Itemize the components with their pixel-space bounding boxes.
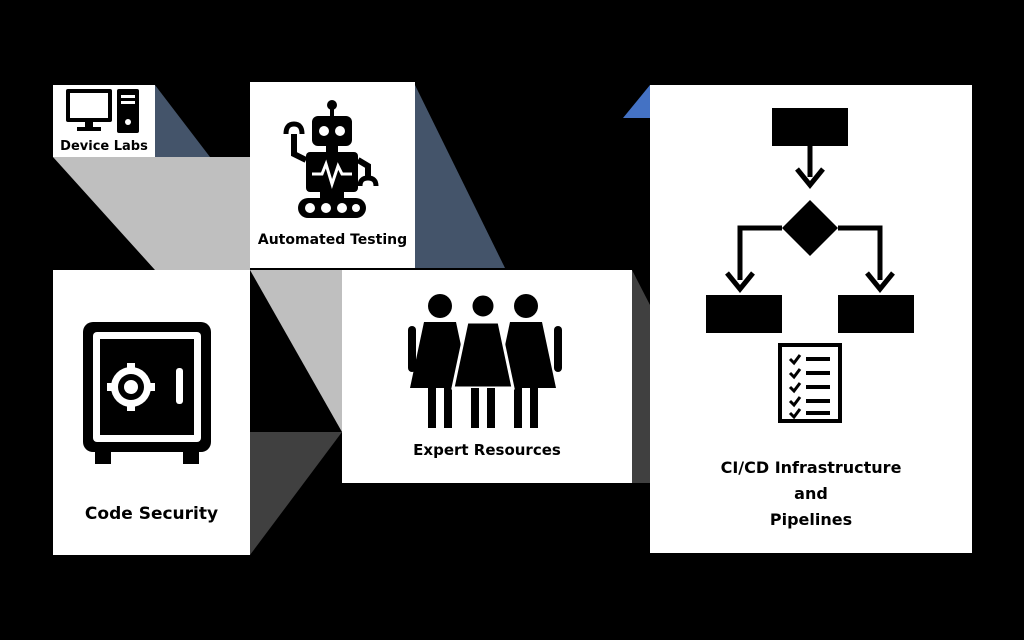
safe-vault-icon [83,322,211,464]
card-automated-testing: Automated Testing [250,82,415,268]
connector-code-security-dark [250,432,342,555]
card-cicd-pipelines: CI/CD Infrastructure and Pipelines [650,85,972,553]
automated-testing-label: Automated Testing [257,232,408,248]
connector-code-security-to-expert [250,270,342,432]
connector-automated-testing-slate [415,85,505,268]
device-labs-label: Device Labs [60,139,148,154]
connector-cicd-blue [623,85,650,118]
card-expert-resources: Expert Resources [342,270,632,483]
code-security-label: Code Security [84,504,219,524]
cicd-label-line2: and [794,484,828,503]
card-code-security: Code Security [53,270,250,555]
connector-expert-resources-dark [632,270,650,483]
connector-device-labs-slate [155,85,210,157]
expert-resources-label: Expert Resources [413,441,561,459]
card-device-labs: Device Labs [53,85,155,157]
connector-device-labs-to-code-security [53,157,250,270]
cicd-label-line1: CI/CD Infrastructure [720,458,902,477]
robot-icon [283,100,379,218]
people-group-icon [408,292,562,428]
cicd-label-line3: Pipelines [769,510,853,529]
flowchart-icon [706,108,914,333]
checklist-icon [778,343,842,423]
computer-monitor-tower-icon [66,89,139,133]
